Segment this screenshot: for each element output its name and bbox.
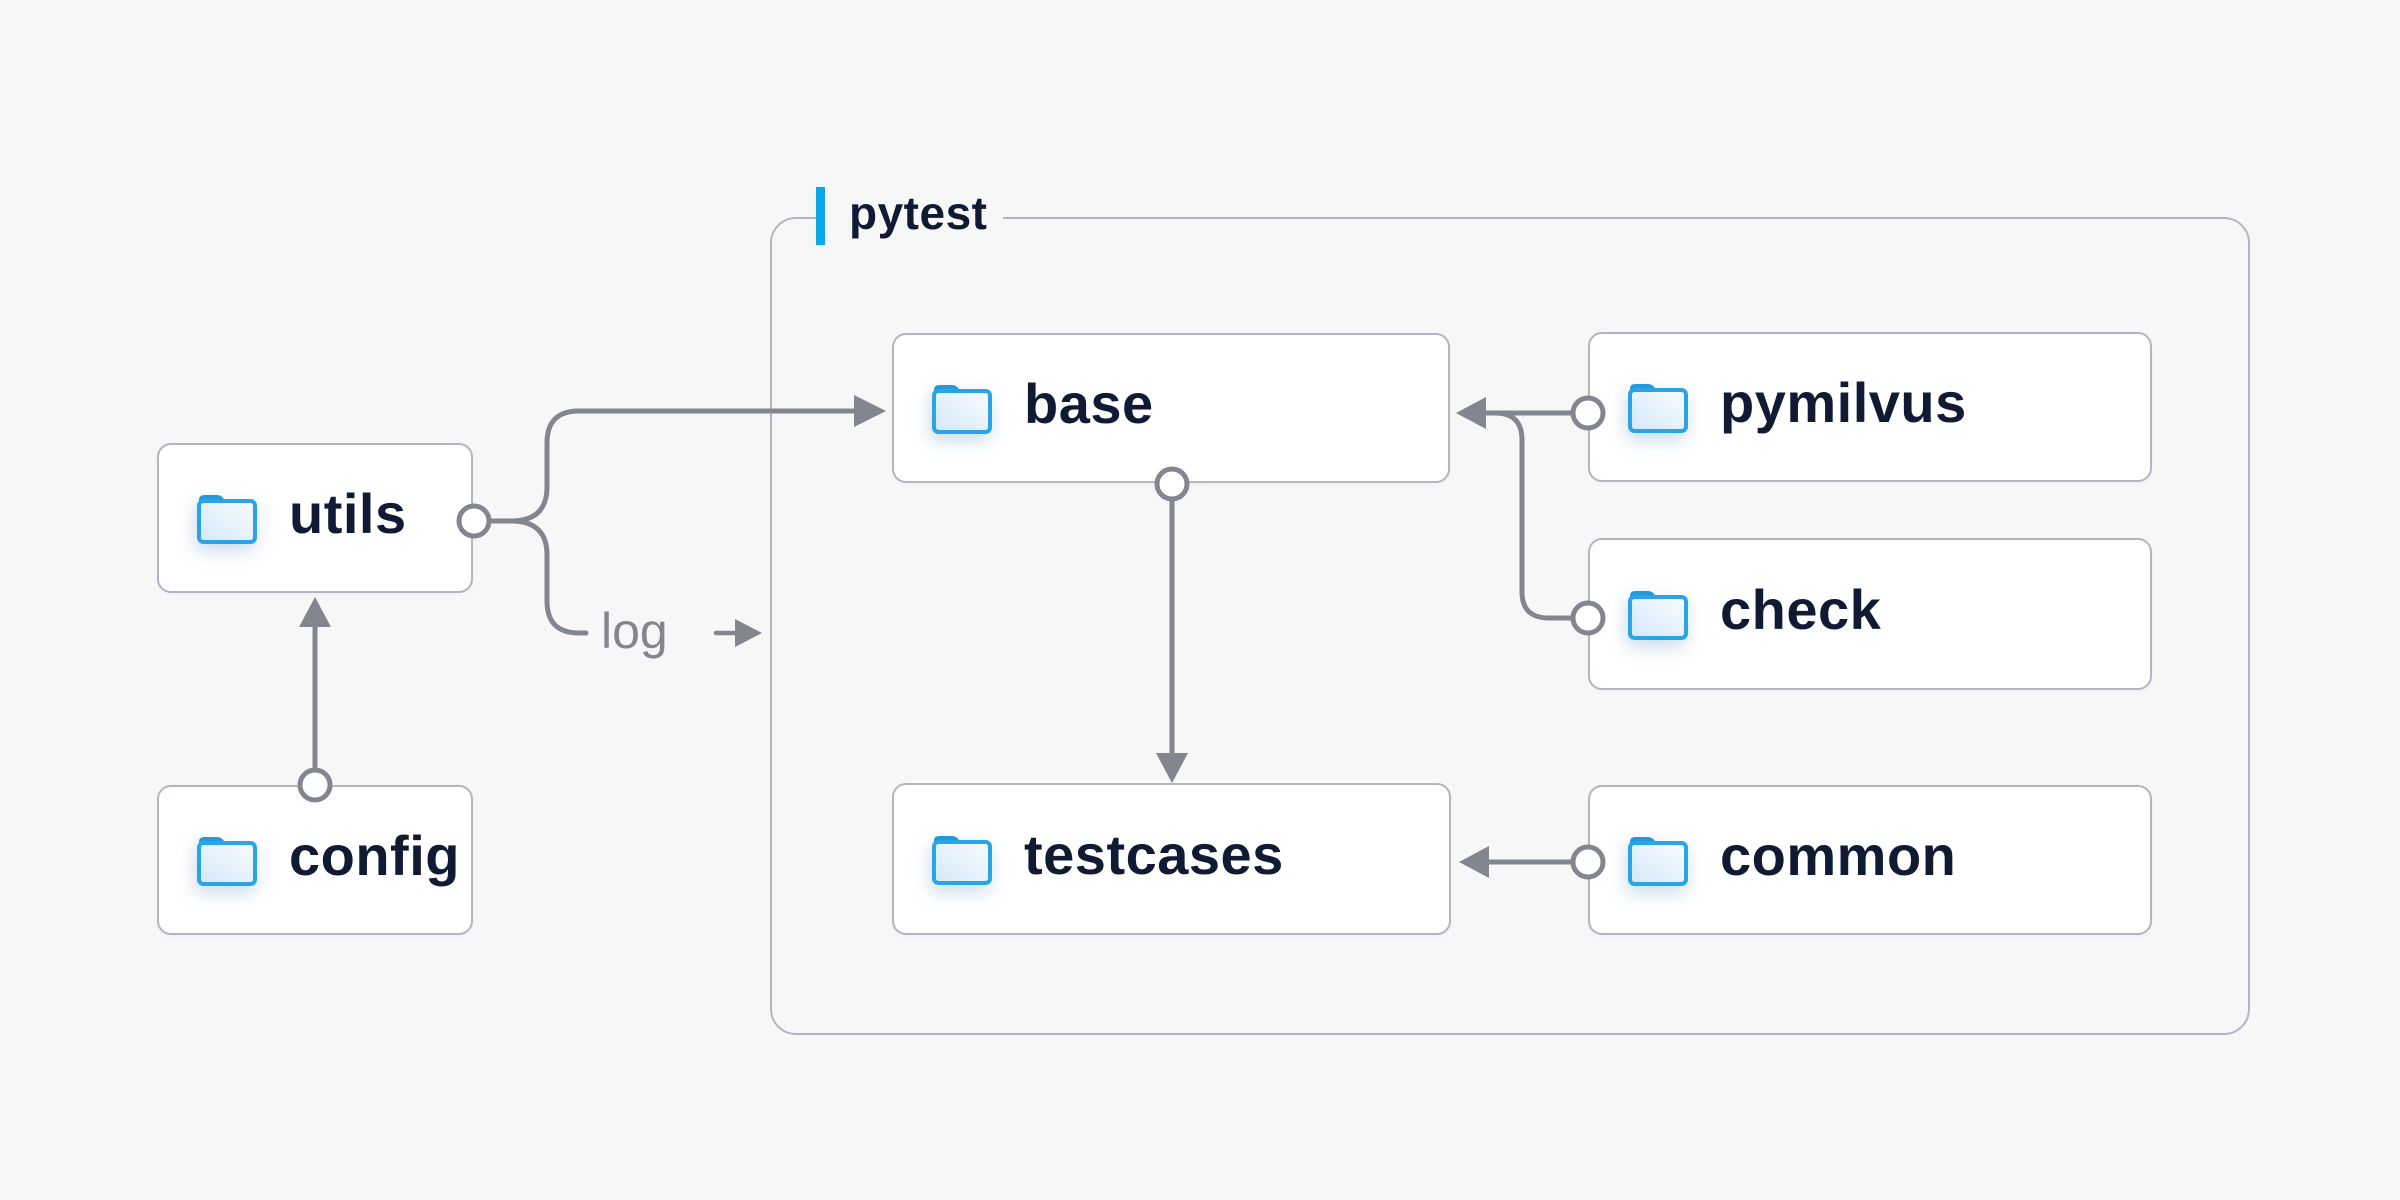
node-label: pymilvus xyxy=(1720,371,1967,434)
node-check: check xyxy=(1588,538,2152,690)
folder-icon xyxy=(1628,591,1688,640)
folder-icon xyxy=(197,495,257,544)
node-pymilvus: pymilvus xyxy=(1588,332,2152,482)
edge-config-utils xyxy=(297,597,333,803)
node-label: utils xyxy=(289,482,407,545)
pytest-group-frame xyxy=(770,217,2250,1035)
node-config: config xyxy=(157,785,473,935)
node-label: common xyxy=(1720,824,1957,887)
node-label: config xyxy=(289,824,460,887)
accent-bar xyxy=(816,187,825,245)
folder-icon xyxy=(1628,837,1688,886)
node-label: base xyxy=(1024,372,1154,435)
node-label: testcases xyxy=(1024,823,1284,886)
node-testcases: testcases xyxy=(892,783,1451,935)
pytest-group-label: pytest xyxy=(816,186,1004,246)
folder-icon xyxy=(1628,384,1688,433)
log-label: log xyxy=(601,603,668,659)
node-utils: utils xyxy=(157,443,473,593)
folder-icon xyxy=(932,836,992,885)
folder-icon xyxy=(197,837,257,886)
group-label-text: pytest xyxy=(849,187,988,239)
folder-icon xyxy=(932,385,992,434)
node-common: common xyxy=(1588,785,2152,935)
node-base: base xyxy=(892,333,1450,483)
node-label: check xyxy=(1720,578,1882,641)
